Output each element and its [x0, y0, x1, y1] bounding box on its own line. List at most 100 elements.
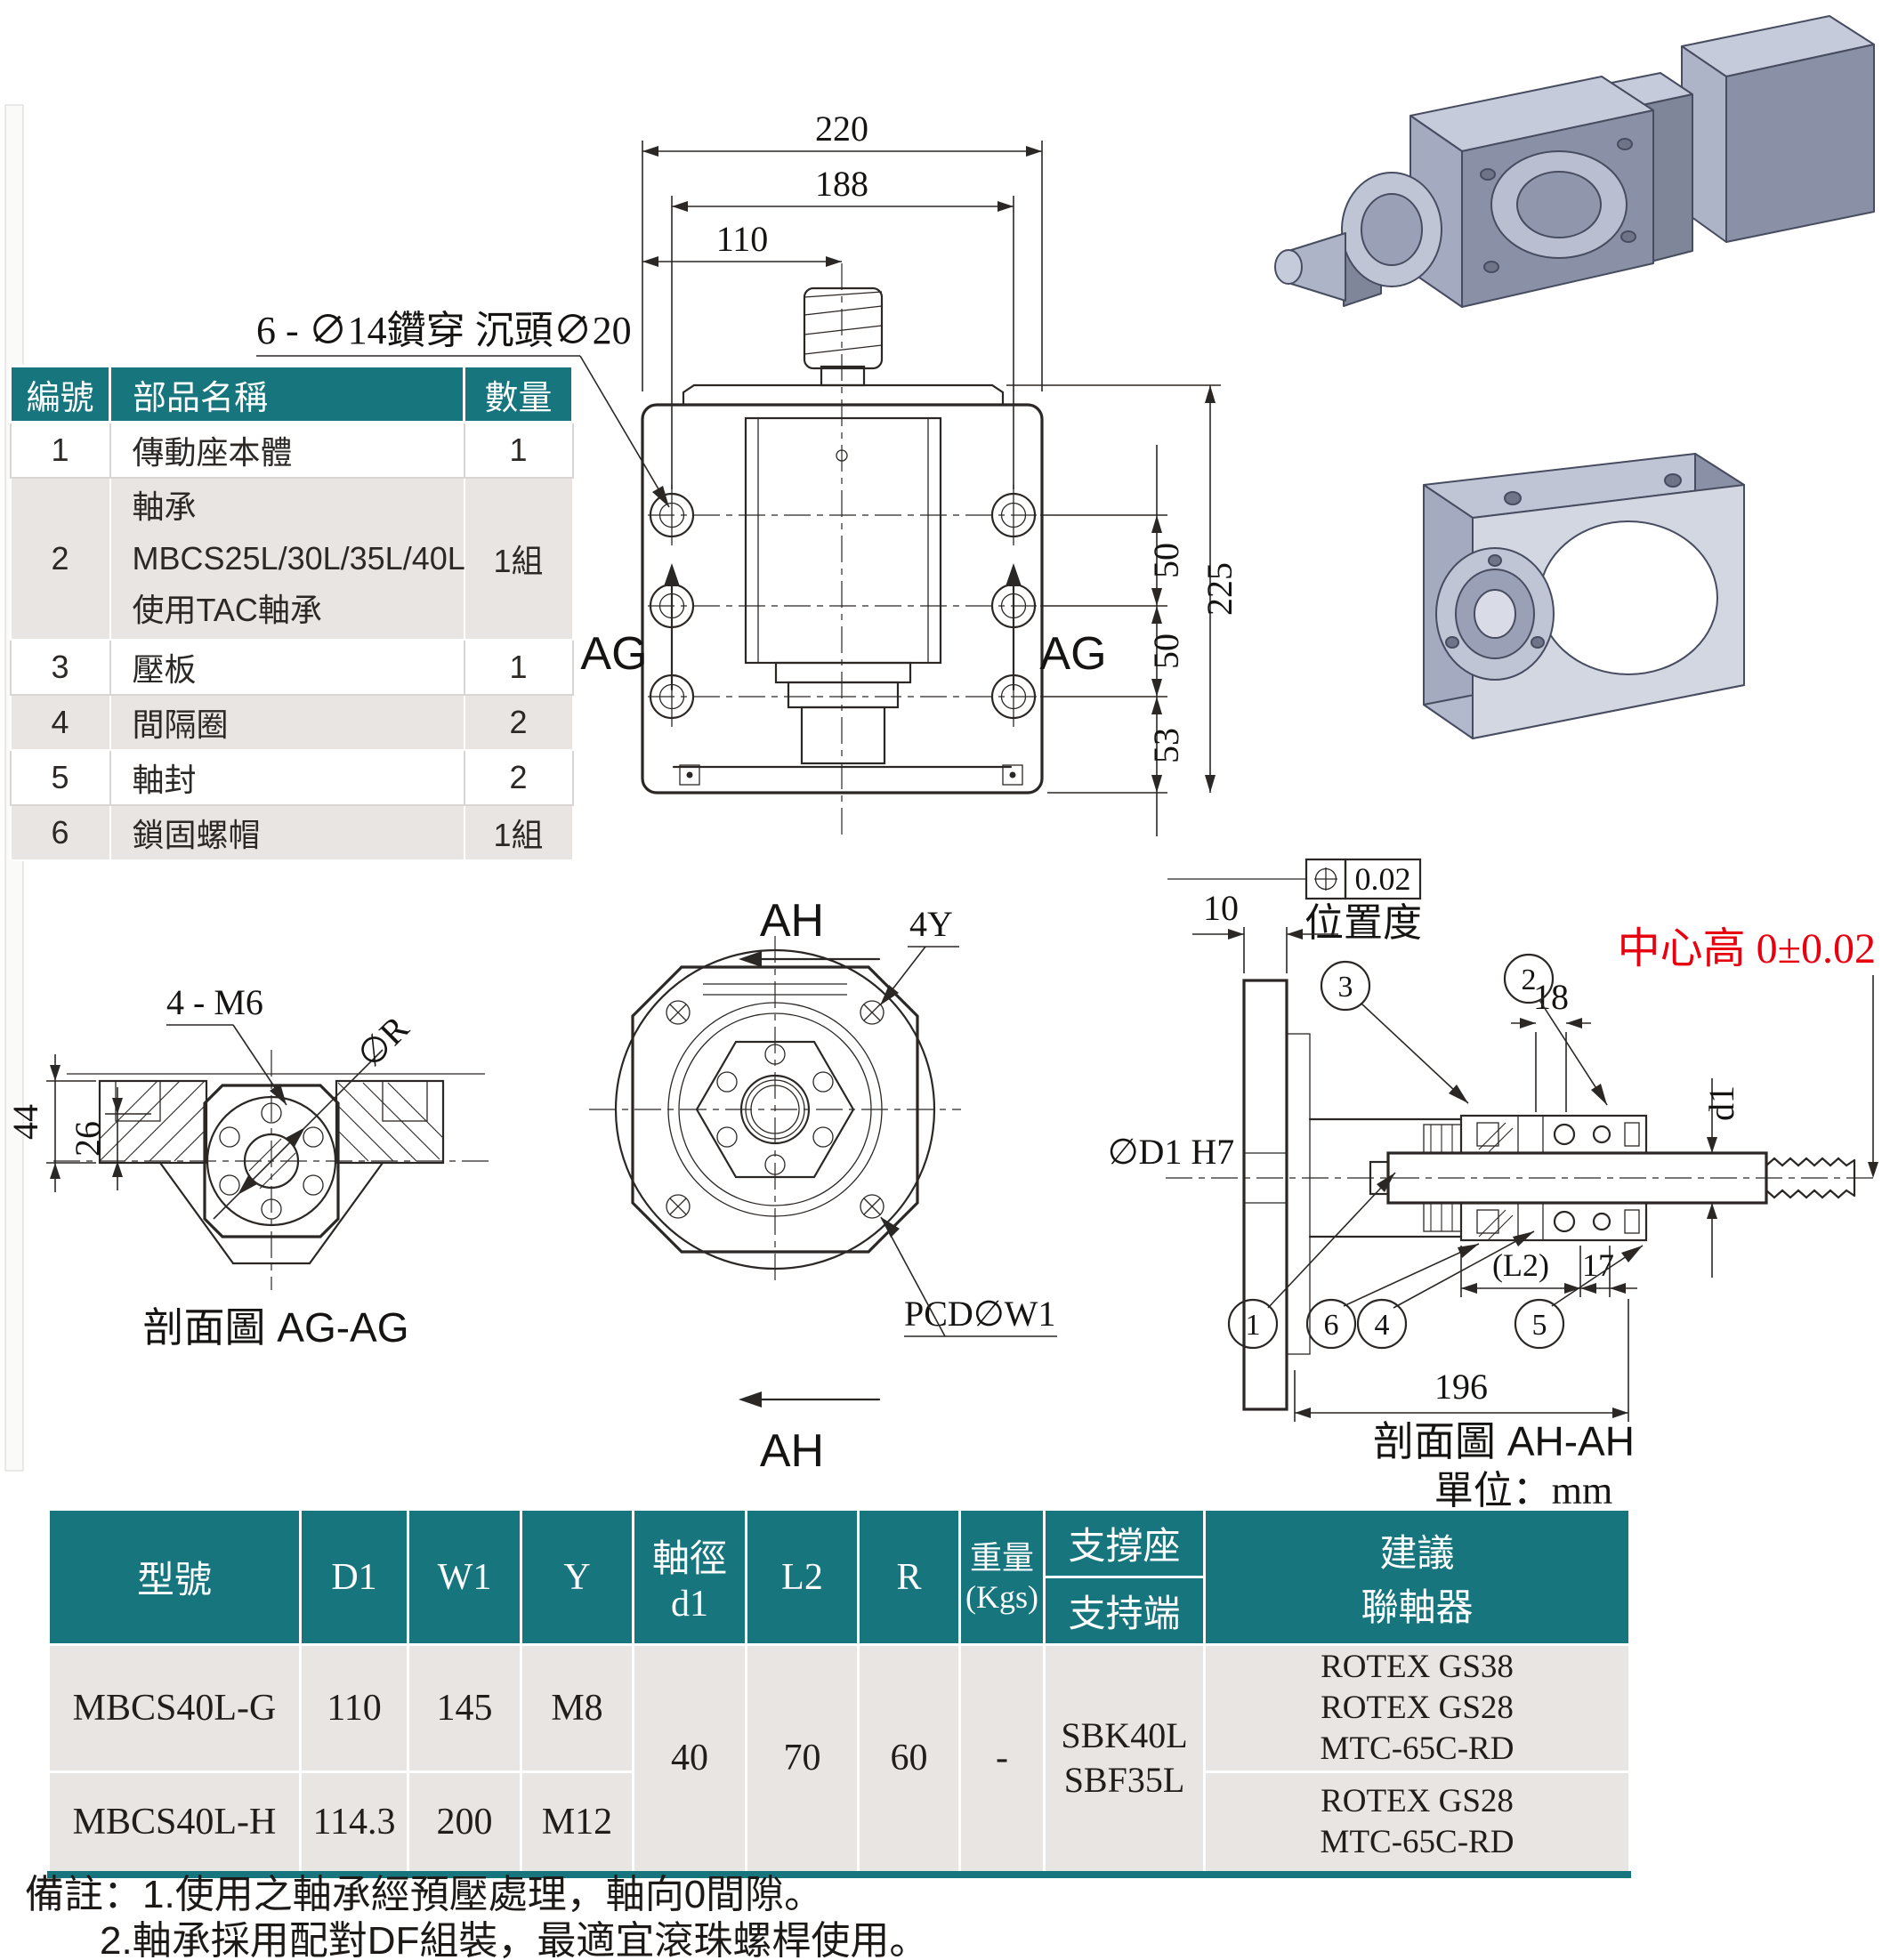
dim-50a: 50 [1146, 543, 1186, 578]
part-name: 軸封 [109, 749, 465, 806]
part-qty: 1 [463, 421, 574, 479]
part-qty: 2 [463, 694, 574, 751]
spec-w1: 200 [407, 1770, 522, 1875]
section-label-ah-bottom: AH [760, 1425, 824, 1477]
parts-header-name: 部品名稱 [109, 365, 465, 423]
part-name-line: 使用TAC軸承 [132, 592, 322, 628]
spec-d1: 110 [299, 1643, 409, 1773]
section-label-ag-right: AG [1039, 628, 1106, 680]
dim-l2: (L2) [1492, 1247, 1549, 1283]
dim-110: 110 [716, 219, 769, 259]
thread-note: 4 - M6 [166, 982, 263, 1022]
section-label-ag-left: AG [580, 628, 647, 680]
spec-header-r: R [857, 1508, 961, 1646]
part-name-line: 軸承 [132, 488, 197, 525]
balloon-2: 2 [1522, 964, 1537, 996]
part-no: 3 [9, 639, 111, 696]
part-qty: 1組 [463, 804, 574, 861]
balloon-6: 6 [1324, 1309, 1339, 1342]
spec-r: 60 [857, 1643, 961, 1875]
note-line-2: 2.軸承採用配對DF組裝，最適宜滾珠螺桿使用。 [100, 1919, 929, 1960]
spec-header-line: 聯軸器 [1361, 1587, 1474, 1629]
spec-header-l2: L2 [745, 1508, 860, 1646]
spec-coupling-line: ROTEX GS38 [1321, 1649, 1514, 1685]
dim-17: 17 [1582, 1247, 1614, 1283]
part-name: 軸承 MBCS25L/30L/35L/40L 使用TAC軸承 [109, 477, 465, 641]
spec-coupling: ROTEX GS28 MTC-65C-RD [1203, 1770, 1631, 1875]
dim-50b: 50 [1146, 633, 1186, 669]
front-view: 220 188 110 6 - ∅14鑽穿 沉頭∅20 AG AG 50 50 … [256, 109, 1240, 836]
position-tolerance-icon [1314, 867, 1337, 891]
ag-section-caption: 剖面圖 AG-AG [142, 1304, 408, 1351]
spec-support: SBK40L SBF35L [1043, 1643, 1206, 1875]
dim-220: 220 [815, 109, 868, 149]
spec-coupling-line: ROTEX GS28 [1321, 1690, 1514, 1726]
dim-44: 44 [5, 1104, 45, 1140]
spec-header-coupling: 建議 聯軸器 [1203, 1508, 1631, 1646]
parts-table: 編號 部品名稱 數量 1 傳動座本體 1 2 軸承 MBCS25L/30L/35… [9, 365, 574, 861]
dim-225: 225 [1199, 562, 1240, 616]
ag-section-view: 4 - M6 ∅R 44 26 剖面圖 AG-AG [5, 982, 489, 1351]
spec-support-line: SBK40L [1061, 1715, 1188, 1756]
spec-header-row: 型號 D1 W1 Y 軸徑 d1 L2 R 重量 (Kgs) 支撐座 建議 聯軸… [47, 1508, 1631, 1646]
parts-row: 6 鎖固螺帽 1組 [9, 804, 574, 861]
balloon-4: 4 [1375, 1309, 1390, 1342]
spec-header-model: 型號 [47, 1508, 302, 1646]
position-tolerance-frame: 0.02 [1167, 858, 1422, 900]
spec-model: MBCS40L-H [47, 1770, 302, 1875]
spec-header-w1: W1 [407, 1508, 522, 1646]
spec-coupling-line: MTC-65C-RD [1320, 1823, 1514, 1860]
center-view: AH AH 4Y PCD∅W1 [589, 895, 1057, 1477]
part-name: 鎖固螺帽 [109, 804, 465, 861]
spec-header-support-bottom: 支持端 [1043, 1576, 1206, 1646]
parts-row: 3 壓板 1 [9, 639, 574, 696]
balloon-5: 5 [1532, 1309, 1547, 1342]
dim-196: 196 [1434, 1367, 1488, 1407]
spec-coupling-line: ROTEX GS28 [1321, 1782, 1514, 1819]
unit-note: 單位：mm [1434, 1469, 1612, 1512]
dim-53: 53 [1146, 728, 1186, 763]
dim-18: 18 [1533, 977, 1569, 1017]
part-no: 4 [9, 694, 111, 751]
part-no: 1 [9, 421, 111, 479]
spec-header-y: Y [520, 1508, 634, 1646]
pcd-label: PCD∅W1 [904, 1294, 1055, 1334]
parts-header-row: 編號 部品名稱 數量 [9, 365, 574, 423]
spec-row: MBCS40L-H 114.3 200 M12 ROTEX GS28 MTC-6… [47, 1770, 1631, 1875]
radius-label: ∅R [350, 1008, 417, 1076]
dim-188: 188 [815, 164, 868, 204]
part-qty: 1 [463, 639, 574, 696]
part-qty: 2 [463, 749, 574, 806]
hole-note: 6 - ∅14鑽穿 沉頭∅20 [256, 309, 632, 352]
balloon-1: 1 [1246, 1309, 1261, 1342]
dim-d1: d1 [1701, 1085, 1741, 1121]
spec-coupling-line: MTC-65C-RD [1320, 1730, 1514, 1767]
section-label-ah-top: AH [760, 895, 824, 947]
note-line-1: 備註：1.使用之軸承經預壓處理，軸向0間隙。 [25, 1873, 824, 1916]
corner-hole-label: 4Y [909, 904, 953, 944]
dim-26: 26 [68, 1121, 108, 1157]
center-height-note: 中心高 0±0.02 [1618, 925, 1876, 972]
spec-d1: 114.3 [299, 1770, 409, 1875]
ah-section-caption: 剖面圖 AH-AH [1373, 1418, 1635, 1464]
spec-weight: - [958, 1643, 1046, 1875]
spec-row: MBCS40L-G 110 145 M8 40 70 60 - SBK40L S… [47, 1643, 1631, 1875]
spec-header-line: (Kgs) [965, 1578, 1038, 1615]
parts-row: 2 軸承 MBCS25L/30L/35L/40L 使用TAC軸承 1組 [9, 477, 574, 641]
parts-row: 5 軸封 2 [9, 749, 574, 806]
bore-label: ∅D1 H7 [1108, 1132, 1235, 1172]
tolerance-value: 0.02 [1355, 861, 1411, 897]
corner-holes [666, 1000, 884, 1219]
part-no: 6 [9, 804, 111, 861]
notes: 備註：1.使用之軸承經預壓處理，軸向0間隙。 2.軸承採用配對DF組裝，最適宜滾… [25, 1872, 928, 1960]
part-name: 間隔圈 [109, 694, 465, 751]
part-qty: 1組 [463, 477, 574, 641]
spec-header-row2: 支持端 [49, 1576, 1630, 1646]
parts-header-no: 編號 [9, 365, 111, 423]
spec-header-line: d1 [671, 1584, 708, 1625]
part-no: 2 [9, 477, 111, 641]
spec-header-line: 軸徑 [651, 1539, 727, 1580]
spec-header-line: 重量 [969, 1539, 1034, 1576]
